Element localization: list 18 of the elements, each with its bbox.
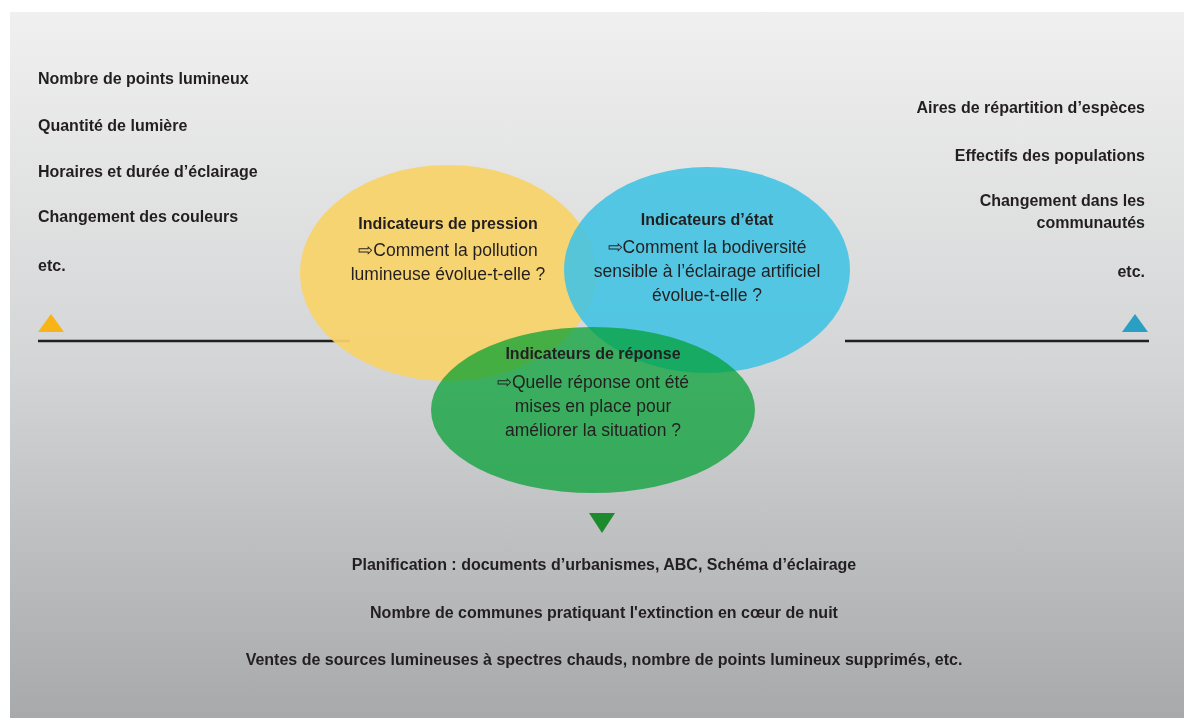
indicator-example: etc. bbox=[38, 257, 66, 275]
indicator-example: Horaires et durée d’éclairage bbox=[38, 163, 258, 181]
heading: Indicateurs d’état bbox=[639, 211, 775, 229]
indicator-example: Changement des couleurs bbox=[38, 208, 239, 226]
indicator-example: etc. bbox=[1117, 262, 1145, 282]
question-text: ⇨Comment la bodiversité sensible à l’éclairage artificiel évolue-t-elle ? bbox=[592, 236, 822, 307]
indicator-example: Nombre de points lumineux bbox=[38, 70, 249, 88]
indicator-example: Aires de répartition d’espèces bbox=[916, 98, 1145, 118]
indicator-example: Changement dans les communautés bbox=[978, 191, 1145, 233]
indicator-example: Planification : documents d’urbanismes, ABC, Schéma d’éclairage bbox=[350, 556, 858, 574]
heading: Indicateurs de pression bbox=[357, 215, 539, 233]
indicator-example: Quantité de lumière bbox=[38, 117, 188, 135]
heading: Indicateurs de réponse bbox=[504, 345, 682, 363]
indicator-example: Nombre de communes pratiquant l'extinction en cœur de nuit bbox=[369, 604, 839, 622]
question-text: ⇨Quelle réponse ont été mises en place pour améliorer la situation ? bbox=[495, 371, 691, 442]
indicator-example: Effectifs des populations bbox=[954, 146, 1145, 166]
question-text: ⇨Comment la pollution lumineuse évolue-t-elle ? bbox=[349, 239, 547, 286]
indicator-example: Ventes de sources lumineuses à spectres chauds, nombre de points lumineux supprimés, etc. bbox=[244, 651, 964, 669]
